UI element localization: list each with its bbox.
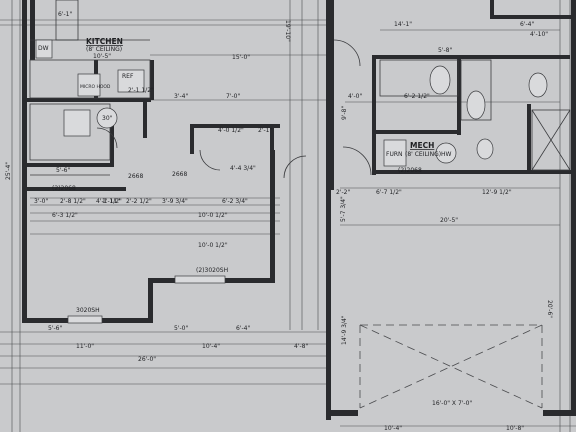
dim-6-1: 6'-1" bbox=[58, 11, 72, 18]
dim-4-1-half: 4'-1 1/2" bbox=[96, 198, 122, 205]
kitchen-title: KITCHEN bbox=[86, 37, 123, 46]
dim-26-0: 26'-0" bbox=[138, 356, 156, 363]
dim-2-1: 2'-1" bbox=[258, 127, 272, 134]
dim-19-10: 19'-10" bbox=[284, 20, 291, 42]
dim-6-3-half: 6'-3 1/2" bbox=[52, 212, 78, 219]
dim-5-6: 5'-6" bbox=[56, 167, 70, 174]
window-label-a: (2)3020SH bbox=[196, 267, 228, 274]
dim-20-6: 20'-6" bbox=[546, 300, 553, 318]
dim-10-8: 10'-8" bbox=[506, 425, 524, 432]
dim-15-0: 15'-0" bbox=[232, 54, 250, 61]
garage-door-outline bbox=[359, 324, 543, 409]
dim-7-0: 7'-0" bbox=[226, 93, 240, 100]
water-heater bbox=[435, 142, 457, 164]
dim-6-4-b: 6'-4" bbox=[236, 325, 250, 332]
laundry bbox=[528, 72, 548, 98]
dim-4-8: 4'-8" bbox=[294, 343, 308, 350]
dim-11-0: 11'-0" bbox=[76, 343, 94, 350]
sink-right bbox=[466, 90, 486, 120]
dim-6-2-half: 6'-2 1/2" bbox=[404, 93, 430, 100]
micro-hood-label: MICRO HOOD bbox=[80, 84, 111, 90]
cabinet-lines bbox=[29, 0, 571, 176]
dim-10-4: 10'-4" bbox=[202, 343, 220, 350]
fixtures bbox=[35, 39, 548, 167]
door-label-mech: (2)2068 bbox=[398, 167, 422, 174]
window-label-b: 3020SH bbox=[76, 307, 100, 314]
door-label-c: 2668 bbox=[172, 171, 187, 178]
kitchen-dim: 10'-5" bbox=[93, 53, 111, 60]
dim-4-4-3q: 4'-4 3/4" bbox=[230, 165, 256, 172]
dim-9-8: 9'-8" bbox=[341, 106, 348, 120]
dim-12-9-half: 12'-9 1/2" bbox=[482, 189, 512, 196]
dim-1-11: 1'-11" bbox=[102, 198, 120, 205]
dim-4-10: 4'-10" bbox=[530, 31, 548, 38]
mech-ceiling: (8' CEILING) bbox=[405, 151, 441, 158]
round-table bbox=[96, 107, 118, 129]
furn-label: FURN bbox=[386, 151, 403, 158]
ref-label: REF bbox=[122, 73, 134, 80]
dim-2-8-half: 2'-8 1/2" bbox=[60, 198, 86, 205]
dw-label: DW bbox=[38, 45, 49, 52]
bath-counter-left bbox=[63, 109, 91, 137]
round-30-label: 30" bbox=[102, 115, 113, 122]
dim-5-6-b: 5'-6" bbox=[48, 325, 62, 332]
dim-10-4-b: 10'-4" bbox=[384, 425, 402, 432]
dim-6-7-half: 6'-7 1/2" bbox=[376, 189, 402, 196]
door-label-b: 2668 bbox=[128, 173, 143, 180]
dim-2-2: 2'-2" bbox=[336, 189, 350, 196]
dishwasher bbox=[35, 39, 53, 59]
dim-5-8: 5'-8" bbox=[438, 47, 452, 54]
dim-20-5: 20'-5" bbox=[440, 217, 458, 224]
dimension-labels: 6'-1" 15'-0" 14'-1" 6'-4" 4'-10" 5'-8" 2… bbox=[5, 11, 553, 432]
sink-left bbox=[429, 65, 451, 95]
dim-4-0-half: 4'-0 1/2" bbox=[218, 127, 244, 134]
hw-label: HW bbox=[441, 151, 452, 158]
mech-title: MECH bbox=[410, 141, 434, 150]
toilet bbox=[476, 138, 494, 160]
refrigerator bbox=[117, 69, 145, 93]
dim-14-9-3q: 14'-9 3/4" bbox=[341, 315, 348, 345]
dim-10-0-half-b: 10'-0 1/2" bbox=[198, 242, 228, 249]
door-swings bbox=[96, 39, 372, 179]
dim-3-4: 3'-4" bbox=[174, 93, 188, 100]
range bbox=[77, 73, 101, 97]
dim-10-0-half-a: 10'-0 1/2" bbox=[198, 212, 228, 219]
windows bbox=[67, 275, 226, 324]
door-label-a: (2)2068 bbox=[52, 185, 76, 192]
dim-4-0: 4'-0" bbox=[348, 93, 362, 100]
dim-5-0: 5'-0" bbox=[174, 325, 188, 332]
dim-2-1-half: 2'-1 1/2" bbox=[128, 87, 154, 94]
kitchen-ceiling: (8' CEILING) bbox=[86, 46, 122, 53]
dim-6-4: 6'-4" bbox=[520, 21, 534, 28]
dim-5-7-3q: 5'-7 3/4" bbox=[340, 196, 347, 222]
dim-3-0: 3'-0" bbox=[34, 198, 48, 205]
furnace bbox=[383, 139, 407, 167]
dim-3-9-3q: 3'-9 3/4" bbox=[162, 198, 188, 205]
dim-25-4: 25'-4" bbox=[5, 162, 12, 180]
dim-6-2-3q: 6'-2 3/4" bbox=[222, 198, 248, 205]
garage-door-label: 16'-0" X 7'-0" bbox=[432, 400, 472, 407]
dim-2-2-half: 2'-2 1/2" bbox=[126, 198, 152, 205]
dim-14-1: 14'-1" bbox=[394, 21, 412, 28]
